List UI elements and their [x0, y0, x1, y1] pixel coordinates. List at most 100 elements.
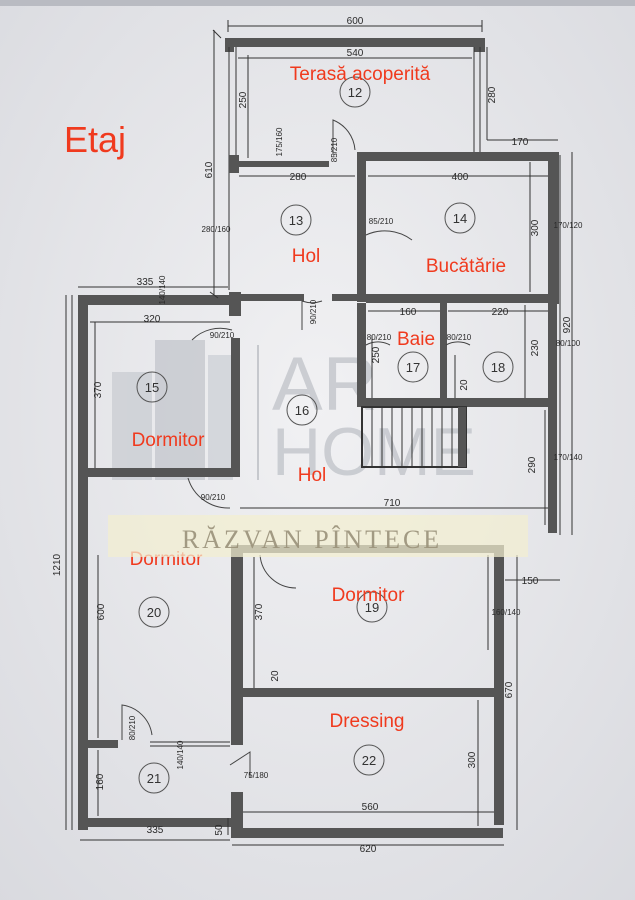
room-label-bath: Baie	[397, 329, 435, 350]
wall-bath-bottom	[357, 398, 557, 407]
dim-label: 160	[400, 307, 417, 318]
watermark-logo-block	[208, 355, 233, 480]
room-number: 12	[348, 85, 362, 100]
room-label-terrace: Terasă acoperită	[290, 64, 431, 85]
wall-post	[474, 38, 485, 52]
room-number: 21	[147, 771, 161, 786]
dim-label: 80/210	[447, 333, 472, 342]
wall-right	[548, 303, 557, 533]
room-number: 20	[147, 605, 161, 620]
door-19	[259, 554, 297, 589]
room-number: 15	[145, 380, 159, 395]
dim-label: 620	[360, 844, 377, 855]
wall-21-top	[88, 740, 118, 748]
dim-label: 370	[254, 603, 265, 620]
dim-label: 540	[347, 48, 364, 59]
dimension-labels: 600 540 250 280 610 175/160 85/210 170 2…	[52, 16, 583, 855]
dim-label: 160	[95, 773, 106, 790]
wall-top-mid2	[332, 294, 362, 301]
dim-label: 160/140	[492, 608, 521, 617]
dim-label: 370	[93, 381, 104, 398]
door-22	[229, 751, 251, 778]
dim-label: 920	[562, 316, 573, 333]
door-21	[121, 704, 153, 740]
dim-label: 80/100	[556, 339, 581, 348]
wall-kitchen-bottom	[366, 294, 558, 303]
wall-15-bottom	[88, 468, 238, 477]
dim-label: 230	[530, 339, 541, 356]
room-labels: Terasă acoperită Hol Bucătărie Dormitor …	[130, 64, 507, 732]
room-number: 16	[295, 403, 309, 418]
room-label-dressing: Dressing	[330, 711, 405, 732]
dim-label: 335	[147, 825, 164, 836]
wall-bath-left	[357, 303, 366, 403]
dim-label: 280/160	[202, 225, 231, 234]
room-number: 17	[406, 360, 420, 375]
room-label-bedroom: Dormitor	[132, 430, 206, 451]
door-kitchen	[365, 230, 413, 241]
wall-19-right	[494, 545, 504, 825]
wall-post	[225, 38, 234, 52]
dim-label: 335	[137, 277, 154, 288]
dim-label: 1210	[52, 553, 63, 576]
door-15	[191, 327, 233, 341]
dim-label: 280	[487, 86, 498, 103]
banner-background	[108, 515, 528, 557]
dim-label: 290	[527, 456, 538, 473]
dim-label: 250	[371, 346, 382, 363]
room-number: 19	[365, 600, 379, 615]
room-label-kitchen: Bucătărie	[426, 256, 506, 277]
dim-label: 90/210	[210, 331, 235, 340]
stairs	[361, 406, 467, 468]
wall-kitchen-left	[357, 152, 366, 302]
dimension-lines	[65, 20, 573, 846]
dim-label: 50	[214, 824, 225, 836]
dim-label: 140/140	[158, 275, 167, 304]
room-label-hol: Hol	[298, 465, 327, 486]
wall-left	[78, 295, 88, 830]
dim-label: 140/140	[176, 740, 185, 769]
dim-label: 250	[238, 91, 249, 108]
dim-label: 220	[492, 307, 509, 318]
dim-label: 280	[290, 172, 307, 183]
dim-label: 20	[459, 379, 470, 391]
room-label-bedroom: Dormitor	[332, 585, 406, 606]
door-20	[187, 477, 231, 509]
top-shadow	[0, 0, 635, 6]
dim-label: 710	[384, 498, 401, 509]
doors	[121, 119, 471, 778]
wall-kitchen-right	[548, 152, 559, 304]
watermark-banner: RĂZVAN PÎNTECE	[108, 515, 528, 557]
room-number: 14	[453, 211, 467, 226]
dim-label: 320	[144, 314, 161, 325]
room-number: 22	[362, 753, 376, 768]
dim-label: 300	[467, 751, 478, 768]
room-numbers	[136, 76, 514, 794]
door-hall	[301, 300, 323, 330]
room-number: 18	[491, 360, 505, 375]
door-bath-a	[365, 341, 391, 346]
dim-label: 80/210	[128, 715, 137, 740]
wall-top-mid	[238, 294, 304, 301]
dim-label: 600	[347, 16, 364, 27]
room-number-labels: 12 13 14 15 16 17 18 19 20 21 22	[145, 85, 505, 786]
dim-label: 20	[270, 670, 281, 682]
dim-label: 170/140	[554, 453, 583, 462]
watermark-logo-block	[112, 372, 152, 480]
dim-label: 670	[504, 681, 515, 698]
dim-label: 85/210	[369, 217, 394, 226]
dim-label: 600	[96, 603, 107, 620]
wall-post	[229, 155, 239, 173]
dim-label: 80/210	[367, 333, 392, 342]
wall-hol-top	[239, 161, 329, 167]
room-label-hol: Hol	[292, 246, 321, 267]
dim-label: 75/180	[244, 771, 269, 780]
wall-terrace-top	[225, 38, 485, 47]
dim-label: 175/160	[275, 127, 284, 156]
wall-top-left	[78, 295, 238, 305]
watermark-banner-text: RĂZVAN PÎNTECE	[182, 525, 442, 554]
wall-bottom-left	[78, 818, 243, 827]
wall-bottom-right	[231, 828, 503, 838]
